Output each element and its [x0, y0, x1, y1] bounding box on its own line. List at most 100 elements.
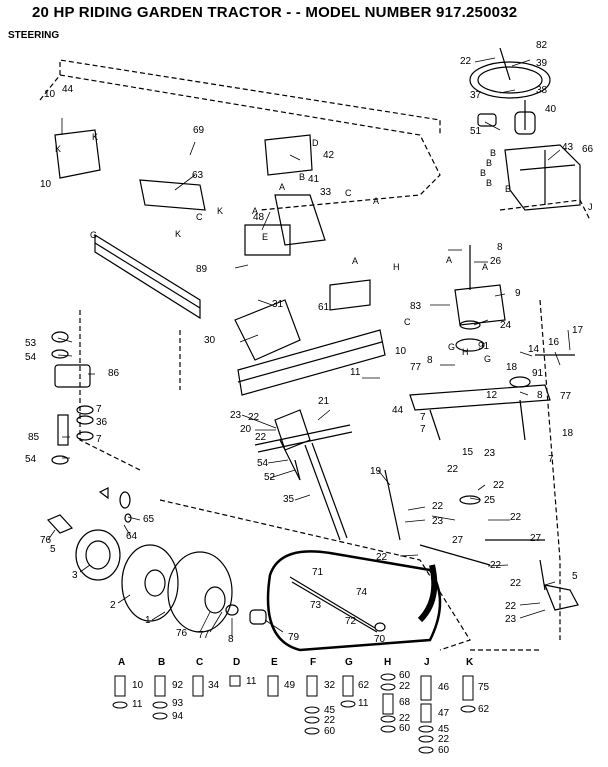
left-spindle — [51, 331, 94, 465]
callout: 8 — [537, 390, 543, 401]
ref-letter: B — [299, 172, 305, 182]
callout: 40 — [545, 104, 557, 115]
front-axle-bar — [94, 233, 201, 320]
callout: 7 — [96, 404, 102, 415]
callout: 3 — [72, 570, 78, 581]
ref-letter: G — [448, 342, 455, 352]
callout: 79 — [288, 632, 300, 643]
legend-part: 45 — [324, 705, 336, 716]
steering-axle — [409, 354, 575, 441]
ref-letter: J — [588, 202, 593, 212]
callout: 8 — [497, 242, 503, 253]
reference-letters: K K D B B B B B J A B C A C K K A G E A … — [55, 132, 593, 364]
callout: 30 — [204, 335, 216, 346]
callout: 43 — [562, 142, 574, 153]
callout: 22 — [510, 512, 522, 523]
callout: 64 — [126, 531, 138, 542]
hardware-legend: A 10 11 B 92 93 94 C 34 D 11 E 4 — [112, 657, 490, 756]
callout: 25 — [484, 495, 496, 506]
steering-housing — [504, 144, 581, 211]
ref-letter: B — [505, 184, 511, 194]
callout: 37 — [470, 90, 482, 101]
frame-channel — [234, 279, 386, 396]
callout: 39 — [536, 58, 548, 69]
legend-part: 49 — [284, 680, 296, 691]
callout: 82 — [536, 40, 548, 51]
legend-part: 62 — [358, 680, 370, 691]
ref-letter: A — [446, 255, 452, 265]
callout: 53 — [25, 338, 37, 349]
legend-part: 60 — [438, 745, 450, 756]
callout: 22 — [376, 552, 388, 563]
legend-letter: B — [158, 657, 165, 668]
legend-letter: A — [118, 657, 125, 668]
callout: 23 — [484, 448, 496, 459]
callout: 36 — [96, 417, 108, 428]
callout: 31 — [272, 299, 284, 310]
callout: 24 — [500, 320, 512, 331]
legend-group-g: G 62 11 — [340, 657, 370, 709]
callout: 9 — [515, 288, 521, 299]
ref-letter: K — [92, 132, 98, 142]
section-subtitle: STEERING — [8, 30, 60, 41]
legend-group-f: F 32 45 22 60 — [304, 657, 336, 737]
callout: 35 — [283, 494, 295, 505]
ref-letter: C — [404, 317, 411, 327]
tie-rod-kit-parts — [289, 576, 386, 633]
callout: 7 — [420, 412, 426, 423]
callout: 1 — [145, 615, 151, 626]
drag-links — [254, 424, 545, 566]
legend-part: 46 — [438, 682, 450, 693]
ref-letter: K — [175, 229, 181, 239]
legend-letter: K — [466, 657, 474, 668]
callout: 10 — [40, 179, 52, 190]
legend-group-d: D 11 — [229, 657, 257, 687]
hub-parts — [46, 487, 132, 534]
ref-letter: A — [373, 196, 379, 206]
callout: 12 — [486, 390, 498, 401]
callout: 70 — [374, 634, 386, 645]
callout: 76 — [176, 628, 188, 639]
ref-letter: C — [196, 212, 203, 222]
legend-part: 60 — [399, 723, 411, 734]
callout: 7 — [96, 434, 102, 445]
callout: 8 — [427, 355, 433, 366]
callout: 7 — [548, 454, 554, 465]
callout: 22 — [493, 480, 505, 491]
page-title: 20 HP RIDING GARDEN TRACTOR - - MODEL NU… — [32, 4, 518, 21]
steering-wheel — [469, 47, 551, 135]
callout: 83 — [410, 301, 422, 312]
callout: 77 — [198, 630, 210, 641]
ref-letter: G — [90, 230, 97, 240]
callout: 22 — [255, 432, 267, 443]
callout: 21 — [318, 396, 330, 407]
callout: 38 — [536, 85, 548, 96]
callout: 27 — [452, 535, 464, 546]
legend-group-j: J 46 47 45 22 60 — [418, 657, 450, 756]
callout: 44 — [62, 84, 74, 95]
ref-letter: D — [312, 138, 319, 148]
callout: 74 — [356, 587, 368, 598]
callout: 41 — [308, 174, 320, 185]
ref-letter: C — [345, 188, 352, 198]
front-wheel — [75, 529, 267, 633]
part-callouts: 82 22 39 38 37 40 51 43 66 10 44 10 69 4… — [25, 40, 594, 645]
legend-letter: C — [196, 657, 203, 668]
ref-letter: B — [490, 148, 496, 158]
legend-group-b: B 92 93 94 — [152, 657, 184, 722]
callout: 63 — [192, 170, 204, 181]
legend-group-h: H 60 22 68 22 60 — [380, 657, 411, 734]
callout: 22 — [447, 464, 459, 475]
legend-group-k: K 75 62 — [460, 657, 490, 715]
right-support — [454, 245, 506, 352]
legend-part: 22 — [324, 715, 336, 726]
tie-rod-kit-box — [266, 550, 442, 652]
callout: 33 — [320, 187, 332, 198]
callout: 73 — [310, 600, 322, 611]
callout: 85 — [28, 432, 40, 443]
legend-part: 11 — [246, 676, 257, 687]
legend-letter: J — [424, 657, 430, 668]
legend-part: 11 — [132, 699, 143, 710]
callout: 69 — [193, 125, 205, 136]
